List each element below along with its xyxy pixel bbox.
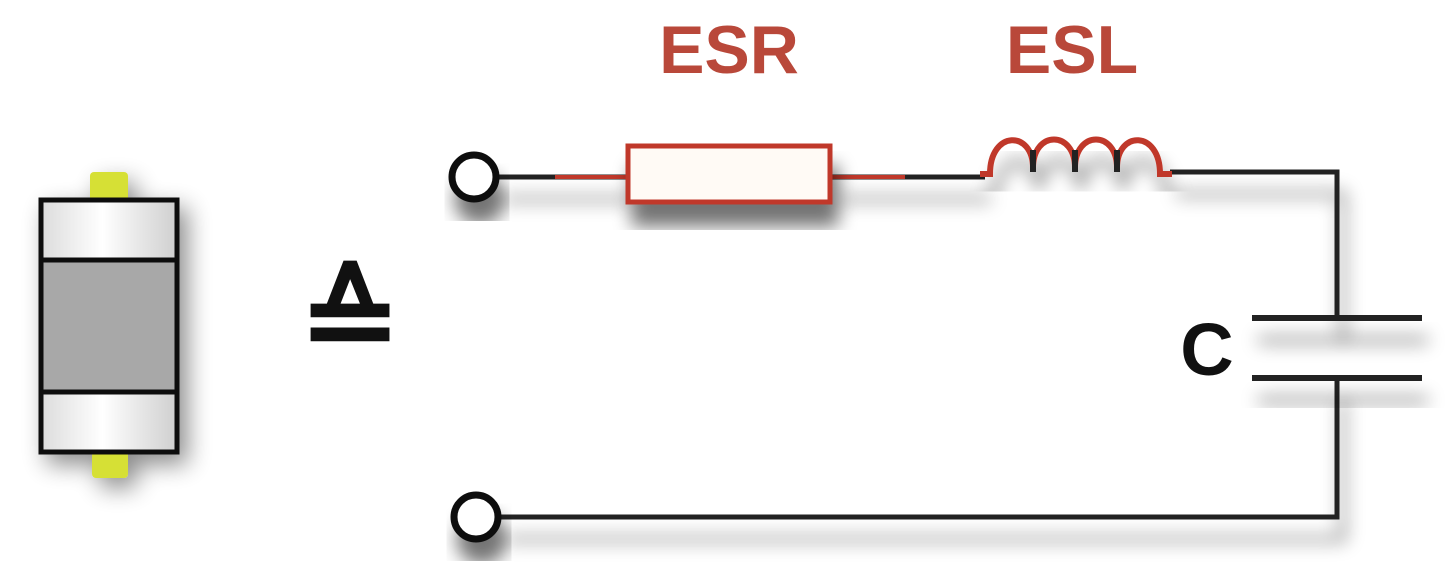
capacitor-end-cap-bottom [38,389,180,455]
wire-capacitor-to-bottom-terminal [499,378,1340,520]
esl-label: ESL [1006,12,1138,88]
wire-esl-to-capacitor [1170,169,1340,318]
esl-inductor-dark-strokes [1030,150,1120,172]
terminal-circle-icon [450,491,502,543]
terminal-circle-icon [448,151,500,203]
capacitor-symbol [1252,315,1422,381]
capacitor-lead-bottom [92,452,128,478]
capacitor-body [38,257,180,395]
equivalence-symbol: ≙ [300,252,401,386]
capacitor-end-cap-top [38,197,180,263]
esr-label: ESR [659,12,799,88]
capacitor-lead-top [90,172,128,202]
smd-capacitor-icon [38,172,180,478]
esr-resistor [625,143,833,205]
circuit-wiring [497,169,1340,520]
capacitor-label: C [1180,308,1233,391]
